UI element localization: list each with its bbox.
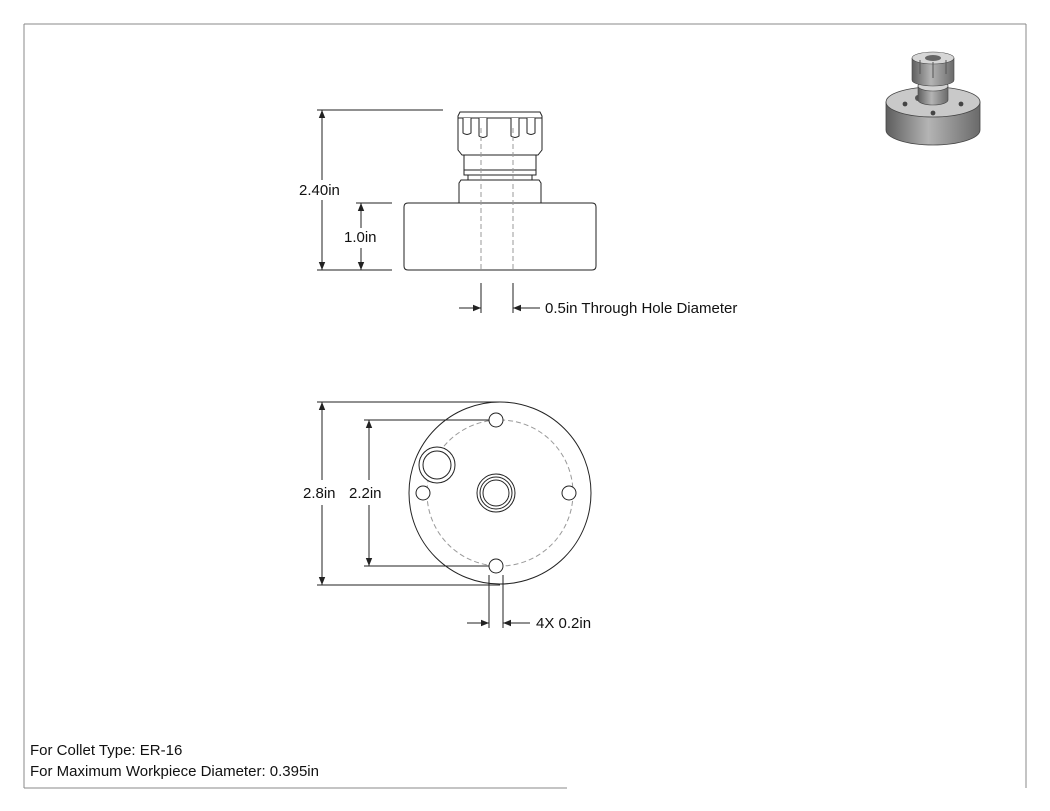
sheet-border [23,23,1027,789]
mount-holes-label: 4X 0.2in [536,615,591,632]
top-view [317,401,592,628]
outer-diameter-label: 2.8in [303,485,336,502]
through-hole-label: 0.5in Through Hole Diameter [545,300,737,317]
base-height-label: 1.0in [344,229,377,246]
bolt-circle-label: 2.2in [349,485,382,502]
overall-height-label: 2.40in [299,182,340,199]
side-view [317,109,597,313]
drawing-notes: For Collet Type: ER-16 For Maximum Workp… [30,740,319,782]
max-workpiece-note: For Maximum Workpiece Diameter: 0.395in [30,763,319,780]
collet-type-note: For Collet Type: ER-16 [30,742,183,759]
isometric-preview-image [885,51,981,146]
